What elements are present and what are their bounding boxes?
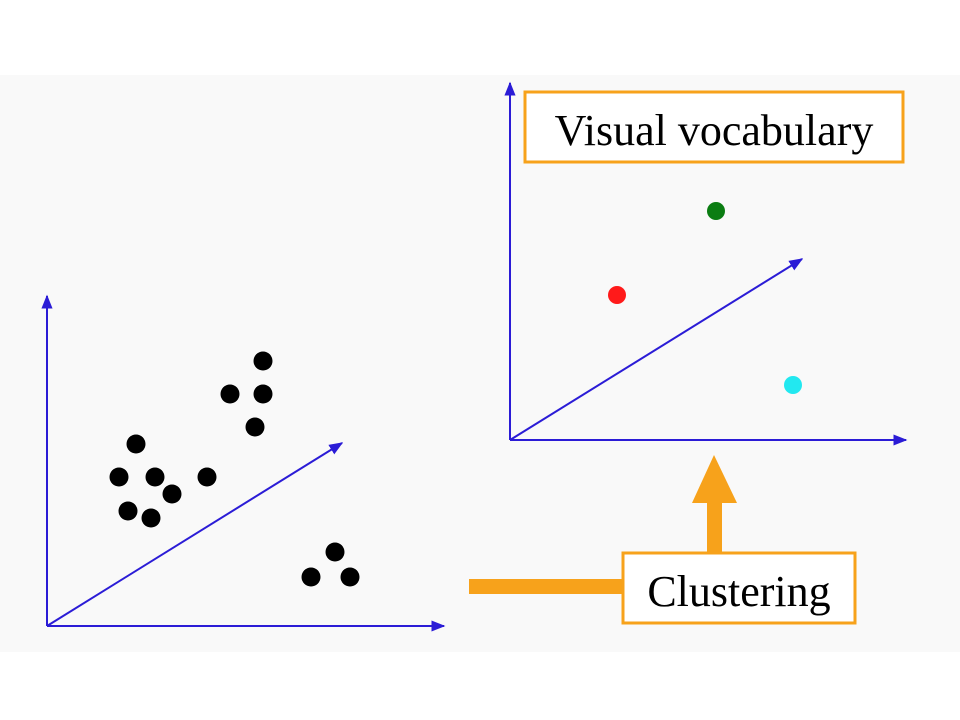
clustering-label: Clustering <box>647 567 830 616</box>
vocabulary-box-frame <box>523 90 905 164</box>
left-z-axis <box>46 442 344 627</box>
feature-point-5 <box>162 484 182 504</box>
feature-point-12 <box>325 542 345 562</box>
cluster-center-red <box>608 286 626 304</box>
connector-horizontal <box>469 579 625 594</box>
feature-point-8 <box>253 351 273 371</box>
feature-point-7 <box>141 508 161 528</box>
feature-point-9 <box>220 384 240 404</box>
feature-point-3 <box>145 467 165 487</box>
cluster-center-green <box>707 202 725 220</box>
feature-point-4 <box>197 467 217 487</box>
feature-point-2 <box>109 467 129 487</box>
feature-point-6 <box>118 501 138 521</box>
feature-point-11 <box>245 417 265 437</box>
cluster-center-cyan <box>784 376 802 394</box>
vocabulary-label: Visual vocabulary <box>555 106 874 155</box>
feature-point-1 <box>126 434 146 454</box>
feature-point-10 <box>253 384 273 404</box>
arrow-connector-icon <box>469 455 737 594</box>
feature-points <box>109 351 360 587</box>
feature-point-13 <box>301 567 321 587</box>
feature-point-14 <box>340 567 360 587</box>
vocabulary-label-box: Visual vocabulary <box>523 90 905 164</box>
vocabulary-plot <box>504 81 908 446</box>
feature-space-plot <box>41 294 446 632</box>
right-z-axis <box>509 258 804 441</box>
clustering-label-box: Clustering <box>621 551 857 625</box>
connector-vertical <box>707 500 722 555</box>
connector-arrowhead <box>692 455 737 503</box>
clustering-box-frame <box>621 551 857 625</box>
